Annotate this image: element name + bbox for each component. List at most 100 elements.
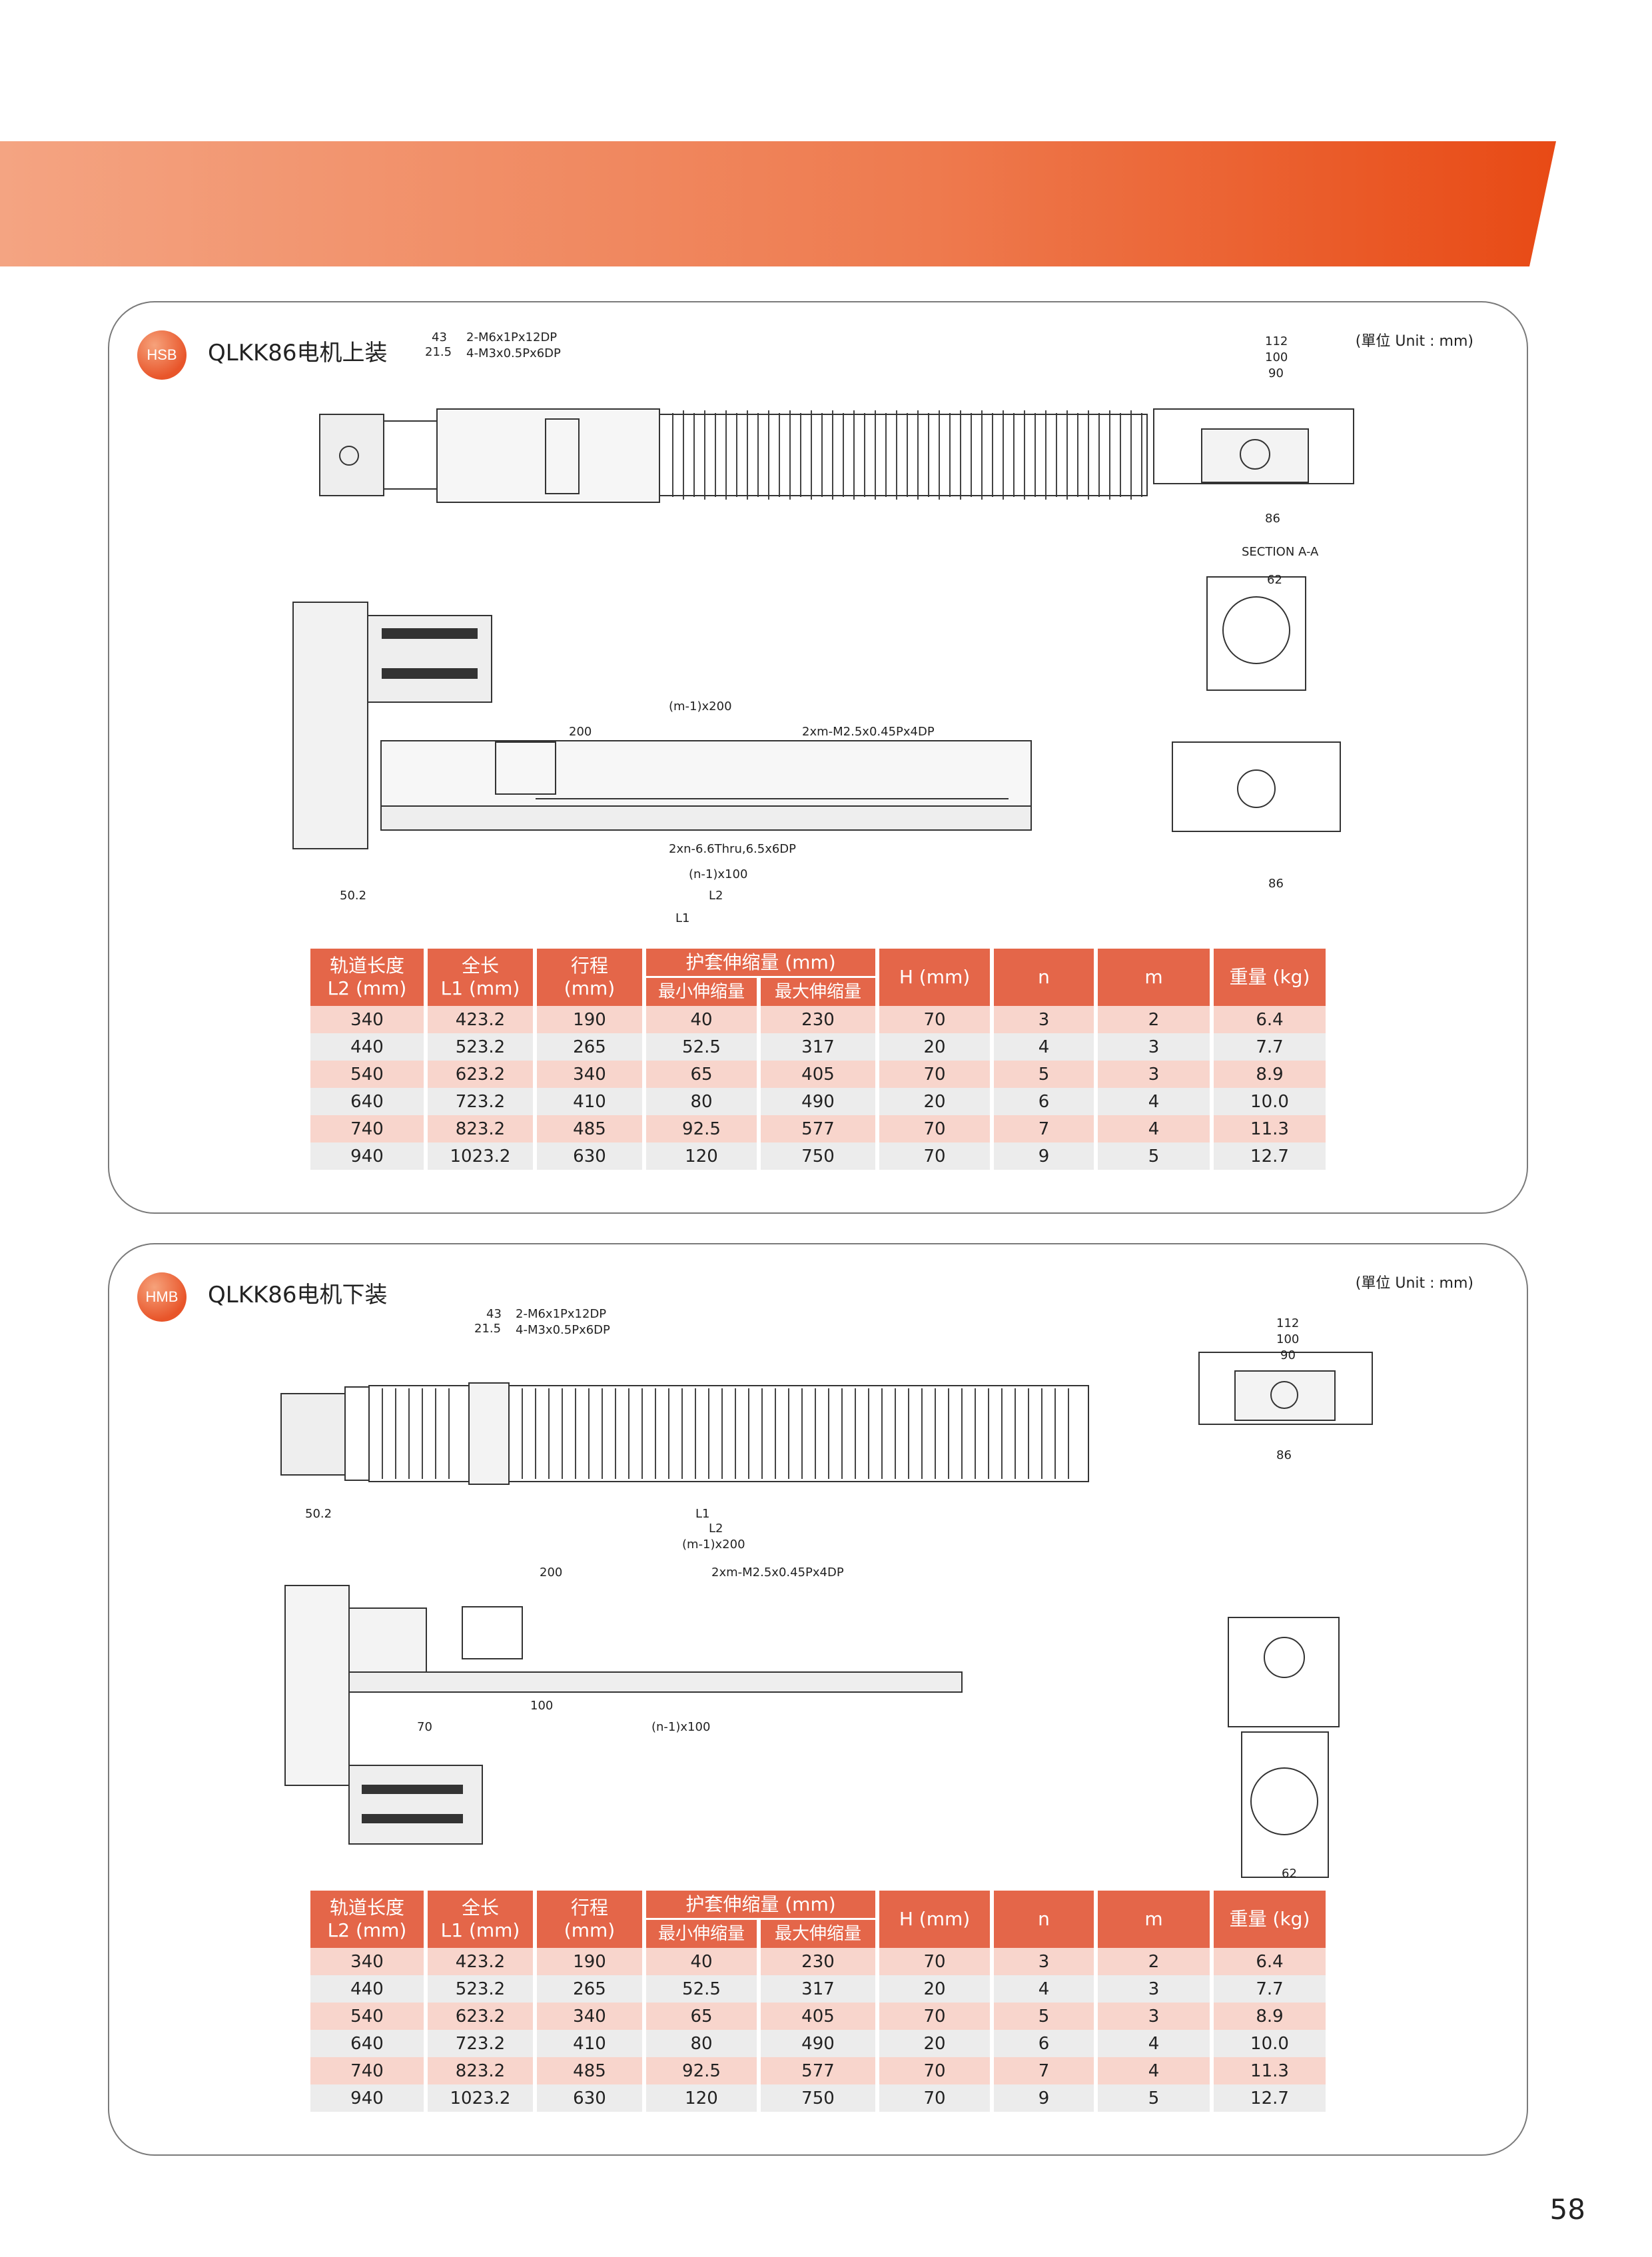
cell-m: 4 bbox=[1098, 2030, 1210, 2057]
col-header-stroke: 行程 (mm) bbox=[537, 949, 642, 1006]
cell-n: 3 bbox=[994, 1948, 1094, 1975]
cell-n: 6 bbox=[994, 2030, 1094, 2057]
cell-max: 750 bbox=[761, 1142, 875, 1170]
cell-min: 40 bbox=[646, 1948, 757, 1975]
cell-l2: 740 bbox=[310, 1115, 424, 1142]
cell-min: 52.5 bbox=[646, 1975, 757, 2003]
cell-h: 70 bbox=[879, 1006, 990, 1033]
cell-l2: 340 bbox=[310, 1948, 424, 1975]
cell-max: 750 bbox=[761, 2084, 875, 2112]
svg-text:62: 62 bbox=[1282, 1867, 1297, 1881]
cell-l2: 540 bbox=[310, 2003, 424, 2030]
cell-l2: 940 bbox=[310, 2084, 424, 2112]
svg-text:(m-1)x200: (m-1)x200 bbox=[682, 1538, 745, 1552]
cell-n: 4 bbox=[994, 1975, 1094, 2003]
cell-min: 65 bbox=[646, 2003, 757, 2030]
cell-l2: 940 bbox=[310, 1142, 424, 1170]
cell-min: 120 bbox=[646, 1142, 757, 1170]
cell-l1: 623.2 bbox=[428, 2003, 533, 2030]
svg-text:200: 200 bbox=[569, 725, 592, 739]
cell-l2: 340 bbox=[310, 1006, 424, 1033]
table-row: 540 623.2 340 65 405 70 5 3 8.9 bbox=[310, 2003, 1326, 2030]
col-header-bellows: 护套伸缩量 (mm) bbox=[646, 1891, 875, 1919]
cell-h: 20 bbox=[879, 1088, 990, 1115]
svg-text:112: 112 bbox=[1276, 1316, 1299, 1330]
table-row: 940 1023.2 630 120 750 70 9 5 12.7 bbox=[310, 1142, 1326, 1170]
cell-m: 2 bbox=[1098, 1006, 1210, 1033]
cell-stroke: 265 bbox=[537, 1033, 642, 1061]
unit-note: (單位 Unit : mm) bbox=[1355, 1275, 1473, 1292]
svg-text:50.2: 50.2 bbox=[305, 1507, 332, 1521]
svg-text:L1: L1 bbox=[675, 911, 689, 925]
svg-text:200: 200 bbox=[540, 1566, 562, 1580]
svg-text:86: 86 bbox=[1268, 877, 1284, 891]
cell-l1: 423.2 bbox=[428, 1948, 533, 1975]
cell-weight: 12.7 bbox=[1214, 1142, 1326, 1170]
cell-l1: 723.2 bbox=[428, 2030, 533, 2057]
svg-text:90: 90 bbox=[1280, 1348, 1296, 1362]
cell-stroke: 265 bbox=[537, 1975, 642, 2003]
cell-h: 20 bbox=[879, 1975, 990, 2003]
col-header-l2: 轨道长度 L2 (mm) bbox=[310, 1891, 424, 1948]
col-header-l1: 全长 L1 (mm) bbox=[428, 1891, 533, 1948]
col-header-min: 最小伸缩量 bbox=[646, 976, 757, 1006]
svg-text:86: 86 bbox=[1276, 1448, 1292, 1462]
svg-text:L2: L2 bbox=[709, 889, 723, 903]
cell-max: 230 bbox=[761, 1006, 875, 1033]
svg-text:2xm-M2.5x0.45Px4DP: 2xm-M2.5x0.45Px4DP bbox=[711, 1566, 844, 1580]
svg-text:112: 112 bbox=[1265, 334, 1288, 348]
svg-text:L2: L2 bbox=[709, 1522, 723, 1536]
cell-max: 577 bbox=[761, 1115, 875, 1142]
svg-text:70: 70 bbox=[417, 1720, 432, 1734]
table-row: 640 723.2 410 80 490 20 6 4 10.0 bbox=[310, 1088, 1326, 1115]
table-row: 340 423.2 190 40 230 70 3 2 6.4 bbox=[310, 1948, 1326, 1975]
cell-l2: 640 bbox=[310, 2030, 424, 2057]
cell-h: 70 bbox=[879, 1948, 990, 1975]
cell-min: 40 bbox=[646, 1006, 757, 1033]
cell-stroke: 410 bbox=[537, 1088, 642, 1115]
cell-stroke: 190 bbox=[537, 1948, 642, 1975]
col-header-l2: 轨道长度 L2 (mm) bbox=[310, 949, 424, 1006]
svg-text:2xn-6.6Thru,6.5x6DP: 2xn-6.6Thru,6.5x6DP bbox=[669, 842, 796, 856]
col-header-weight: 重量 (kg) bbox=[1214, 1891, 1326, 1948]
svg-text:4-M3x0.5Px6DP: 4-M3x0.5Px6DP bbox=[516, 1323, 610, 1337]
cell-stroke: 190 bbox=[537, 1006, 642, 1033]
cell-weight: 12.7 bbox=[1214, 2084, 1326, 2112]
col-header-bellows: 护套伸缩量 (mm) bbox=[646, 949, 875, 977]
col-header-max: 最大伸缩量 bbox=[761, 1918, 875, 1948]
cell-weight: 8.9 bbox=[1214, 2003, 1326, 2030]
cell-n: 5 bbox=[994, 1061, 1094, 1088]
cell-n: 6 bbox=[994, 1088, 1094, 1115]
table-row: 440 523.2 265 52.5 317 20 4 3 7.7 bbox=[310, 1033, 1326, 1061]
page-number: 58 bbox=[1549, 2193, 1585, 2226]
cell-stroke: 630 bbox=[537, 1142, 642, 1170]
spec-table: 轨道长度 L2 (mm) 全长 L1 (mm) 行程 (mm) 护套伸缩量 (m… bbox=[306, 1891, 1330, 2112]
cell-min: 65 bbox=[646, 1061, 757, 1088]
cell-stroke: 410 bbox=[537, 2030, 642, 2057]
cell-l2: 440 bbox=[310, 1975, 424, 2003]
technical-drawing: 43 21.5 2-M6x1Px12DP 4-M3x0.5Px6DP 112 1… bbox=[292, 330, 1354, 925]
cell-stroke: 340 bbox=[537, 1061, 642, 1088]
cell-weight: 10.0 bbox=[1214, 1088, 1326, 1115]
cell-l1: 723.2 bbox=[428, 1088, 533, 1115]
svg-text:2-M6x1Px12DP: 2-M6x1Px12DP bbox=[516, 1307, 606, 1321]
col-header-n: n bbox=[994, 949, 1094, 1006]
svg-text:50.2: 50.2 bbox=[340, 889, 366, 903]
cell-l2: 640 bbox=[310, 1088, 424, 1115]
svg-text:2-M6x1Px12DP: 2-M6x1Px12DP bbox=[466, 330, 557, 344]
cell-min: 80 bbox=[646, 1088, 757, 1115]
table-row: 740 823.2 485 92.5 577 70 7 4 11.3 bbox=[310, 2057, 1326, 2084]
cell-l1: 1023.2 bbox=[428, 2084, 533, 2112]
cell-n: 3 bbox=[994, 1006, 1094, 1033]
unit-note: (單位 Unit : mm) bbox=[1355, 333, 1473, 350]
section-badge: HMB bbox=[137, 1272, 187, 1322]
cell-h: 70 bbox=[879, 2084, 990, 2112]
svg-text:(n-1)x100: (n-1)x100 bbox=[689, 867, 747, 881]
table-row: 640 723.2 410 80 490 20 6 4 10.0 bbox=[310, 2030, 1326, 2057]
cell-h: 70 bbox=[879, 1142, 990, 1170]
svg-text:(n-1)x100: (n-1)x100 bbox=[651, 1720, 710, 1734]
cell-max: 490 bbox=[761, 2030, 875, 2057]
col-header-h: H (mm) bbox=[879, 949, 990, 1006]
technical-drawing: 43 21.5 2-M6x1Px12DP 4-M3x0.5Px6DP 112 1… bbox=[280, 1307, 1373, 1881]
cell-stroke: 485 bbox=[537, 2057, 642, 2084]
